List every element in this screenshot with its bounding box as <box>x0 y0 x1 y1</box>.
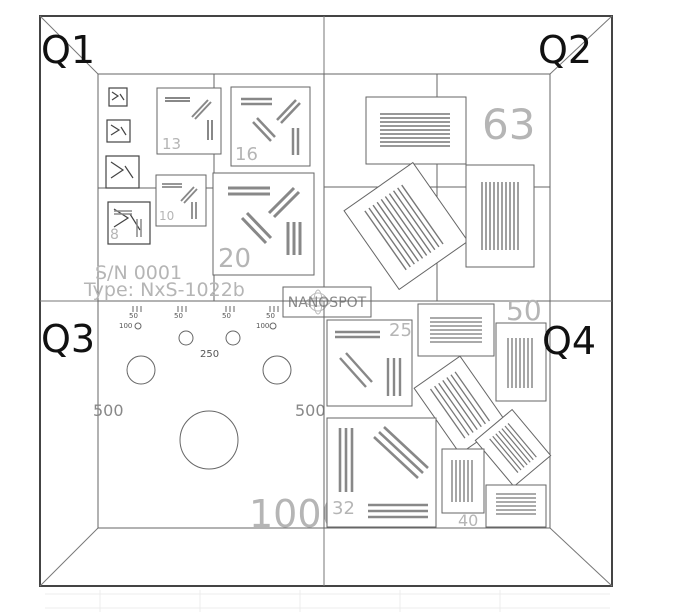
block-25-label: 25 <box>389 320 412 341</box>
circle-500-left-label: 500 <box>93 401 124 420</box>
q4-block-50: 50 <box>495 294 547 402</box>
block-8-label: 8 <box>110 227 119 243</box>
tick-50-b: 50 <box>174 312 183 320</box>
floor-grid <box>45 590 610 612</box>
q2-vertical-block <box>465 164 535 268</box>
block-32-label: 32 <box>332 498 355 519</box>
block-50-label: 50 <box>506 294 542 327</box>
tick-50-a: 50 <box>129 312 138 320</box>
serial-label: S/N 0001 <box>95 262 182 284</box>
circle-250-label: 250 <box>200 349 219 360</box>
block-16-label: 16 <box>235 144 258 165</box>
logo-text: NANOSPOT <box>288 295 367 311</box>
q1-block-13: 13 <box>156 87 222 155</box>
type-label: Type: NxS-1022b <box>83 279 245 301</box>
q4-rotated-block-a <box>413 355 507 455</box>
block-20-label: 20 <box>218 244 251 274</box>
q3-fiducials <box>126 306 292 470</box>
q2-block-63: 63 <box>365 96 535 165</box>
quadrant-label-q4: Q4 <box>542 319 596 363</box>
q4-block-25: 25 <box>326 319 413 407</box>
q4-block-40: 40 <box>441 448 485 530</box>
q1-small-marks <box>105 87 151 245</box>
q1-block-20: 20 <box>212 172 315 276</box>
q4-small-horizontal-block <box>485 484 547 528</box>
quadrant-label-q1: Q1 <box>41 28 95 72</box>
q4-block-32: 32 <box>326 417 437 528</box>
quadrant-label-q2: Q2 <box>538 28 592 72</box>
block-13-label: 13 <box>162 135 181 153</box>
nanospot-logo: NANOSPOT <box>282 286 372 318</box>
block-40-label: 40 <box>458 511 478 530</box>
q2-rotated-block <box>343 161 469 291</box>
q4-region <box>323 300 551 529</box>
circle-500-right-label: 500 <box>295 401 326 420</box>
q4-horizontal-block <box>417 303 495 357</box>
q3-labels: 50 50 50 50 100 100 250 500 500 1000 <box>93 312 346 536</box>
tick-50-d: 50 <box>266 312 275 320</box>
quadrant-labels: Q1 Q2 Q3 Q4 <box>41 28 596 363</box>
q1-block-10: 10 <box>155 174 207 227</box>
q1-block-16: 16 <box>230 86 311 167</box>
q1-block-8: 8 <box>110 210 142 243</box>
tick-100-right: 100 <box>256 322 269 330</box>
tick-50-c: 50 <box>222 312 231 320</box>
tick-100-left: 100 <box>119 322 132 330</box>
q4-rotated-block-b <box>474 408 552 488</box>
block-10-label: 10 <box>159 209 174 223</box>
block-63-label: 63 <box>482 100 535 149</box>
quadrant-label-q3: Q3 <box>41 317 95 361</box>
